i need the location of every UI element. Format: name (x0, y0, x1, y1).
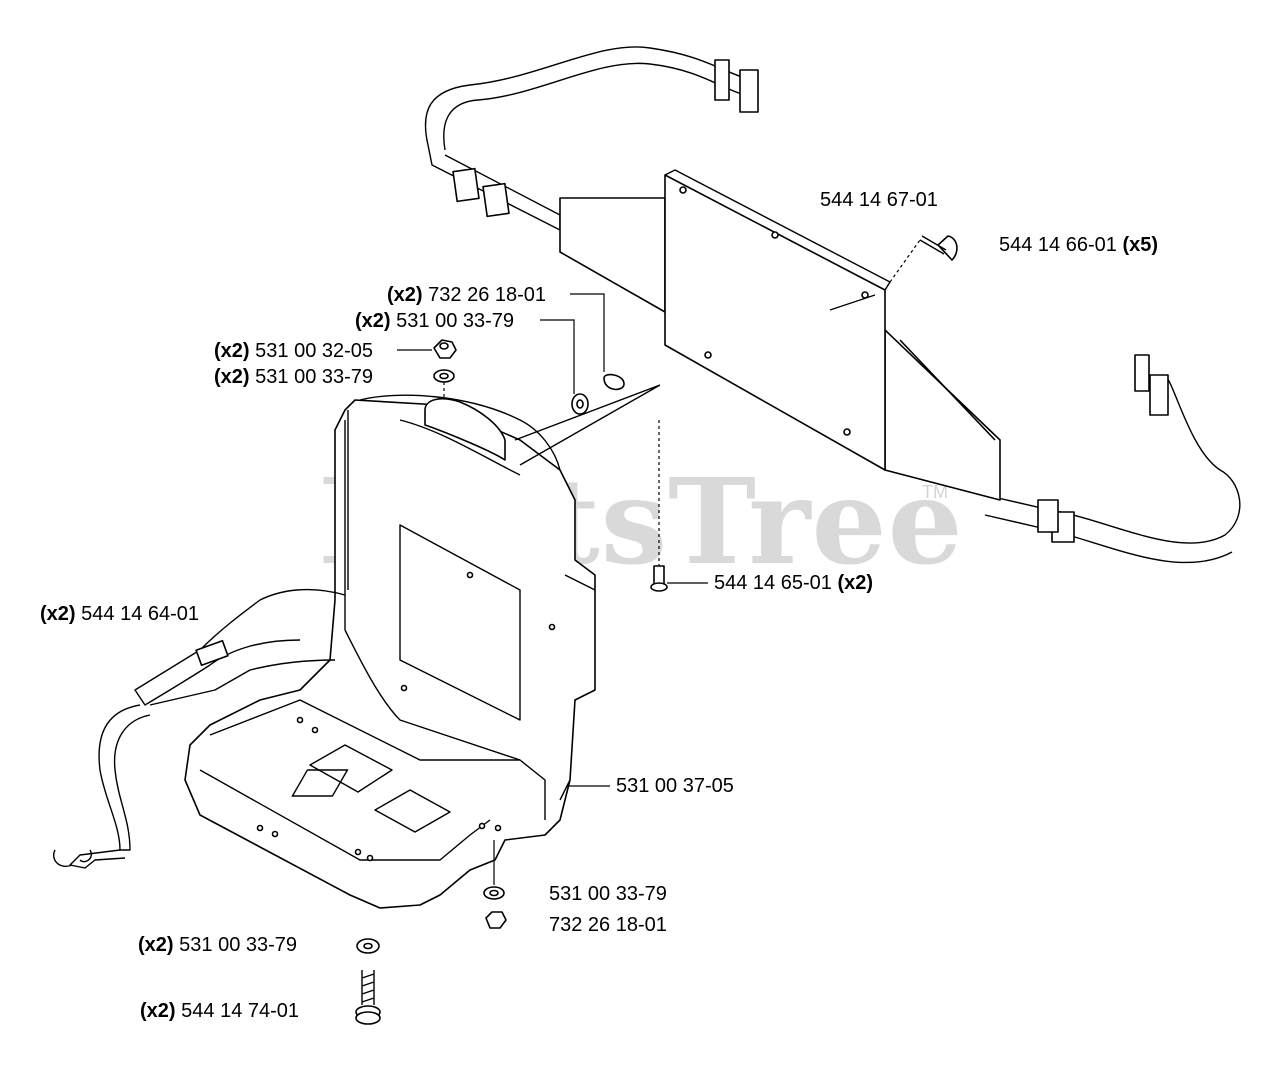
callout-nut-top-right: (x2) 732 26 18-01 (387, 284, 547, 306)
back-plate (559, 169, 1001, 501)
leader-lines (397, 293, 876, 885)
callout-nut-bottom-right: 732 26 18-01 (549, 914, 667, 936)
shoulder-strap (53, 588, 346, 869)
callout-screw-bottom-left: (x2) 544 14 74-01 (140, 1000, 300, 1022)
callout-washer-bottom-right: 531 00 33-79 (549, 883, 667, 905)
hardware (355, 235, 958, 1025)
callout-washer-top-right: (x2) 531 00 33-79 (355, 310, 515, 332)
frame (184, 384, 661, 909)
callout-washer-top-left: (x2) 531 00 33-79 (214, 366, 374, 388)
callout-screw-top: 544 14 66-01 (x5) (999, 234, 1159, 256)
callout-screw-mid: 544 14 65-01 (x2) (714, 572, 874, 594)
trademark-mark: TM (922, 482, 948, 502)
callout-nut-top-left: (x2) 531 00 32-05 (214, 340, 374, 362)
callout-plate-top: 544 14 67-01 (820, 189, 938, 211)
callout-shoulder-strap: (x2) 544 14 64-01 (40, 603, 200, 625)
waist-belt (424, 46, 1241, 564)
callout-washer-bottom-left: (x2) 531 00 33-79 (138, 934, 298, 956)
callout-frame: 531 00 37-05 (616, 775, 734, 797)
